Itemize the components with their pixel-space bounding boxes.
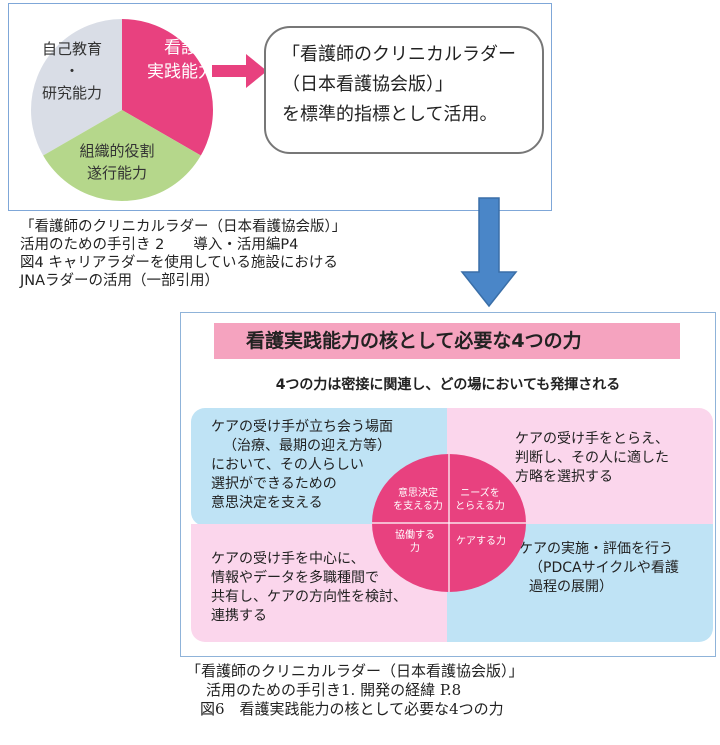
caption2-line: 図6 看護実践能力の核として必要な4つの力 (200, 700, 504, 718)
pink-right-arrow (212, 54, 267, 88)
caption2-line: 「看護師のクリニカルラダー（日本看護協会版）」 (186, 662, 524, 680)
ability-pie-chart (29, 17, 215, 203)
center-label-collaboration: 協働する 力 (395, 530, 435, 554)
pie-label-organizational-role: 組織的役割 遂行能力 (79, 142, 155, 182)
ladder-line-3: を標準的指標として活用。 (282, 104, 498, 125)
ladder-line-2: （日本看護協会版）」 (282, 74, 453, 95)
four-abilities-subtitle: 4つの力は密接に関連し、どの場においても発揮される (275, 377, 621, 393)
center-label-needs: ニーズを とらえる力 (455, 488, 505, 512)
clinical-ladder-box: 「看護師のクリニカルラダー （日本看護協会版）」 を標準的指標として活用。 (264, 26, 544, 154)
caption1-line: JNAラダーの活用（一部引用） (20, 273, 220, 289)
blue-down-arrow (460, 197, 518, 308)
caption1-line: 図4 キャリアラダーを使用している施設における (20, 255, 338, 271)
caption2-line: 活用のための手引き1. 開発の経緯 P.8 (206, 681, 462, 699)
four-abilities-center-circle (372, 454, 526, 592)
top-figure-caption: 「看護師のクリニカルラダー（日本看護協会版）」 活用のための手引き 2 導入・活… (20, 218, 440, 290)
pie-segment-self-education (29, 17, 122, 156)
center-label-care: ケアする力 (456, 536, 506, 547)
center-label-decision-support: 意思決定 を支える力 (393, 488, 443, 512)
pie-label-self-education: 自己教育 ・ 研究能力 (41, 40, 102, 102)
four-abilities-title: 看護実践能力の核として必要な4つの力 (214, 323, 680, 359)
bottom-figure-caption: 「看護師のクリニカルラダー（日本看護協会版）」 活用のための手引き1. 開発の経… (186, 662, 606, 719)
ladder-line-1: 「看護師のクリニカルラダー (282, 44, 516, 65)
pie-segment-organizational-role (42, 110, 202, 203)
caption1-line: 活用のための手引き 2 導入・活用編P4 (20, 237, 299, 253)
caption1-line: 「看護師のクリニカルラダー（日本看護協会版）」 (20, 219, 347, 235)
pie-segment-nursing-practice (122, 17, 215, 156)
pie-label-nursing-practice: 看護 実践能力 (147, 38, 215, 82)
